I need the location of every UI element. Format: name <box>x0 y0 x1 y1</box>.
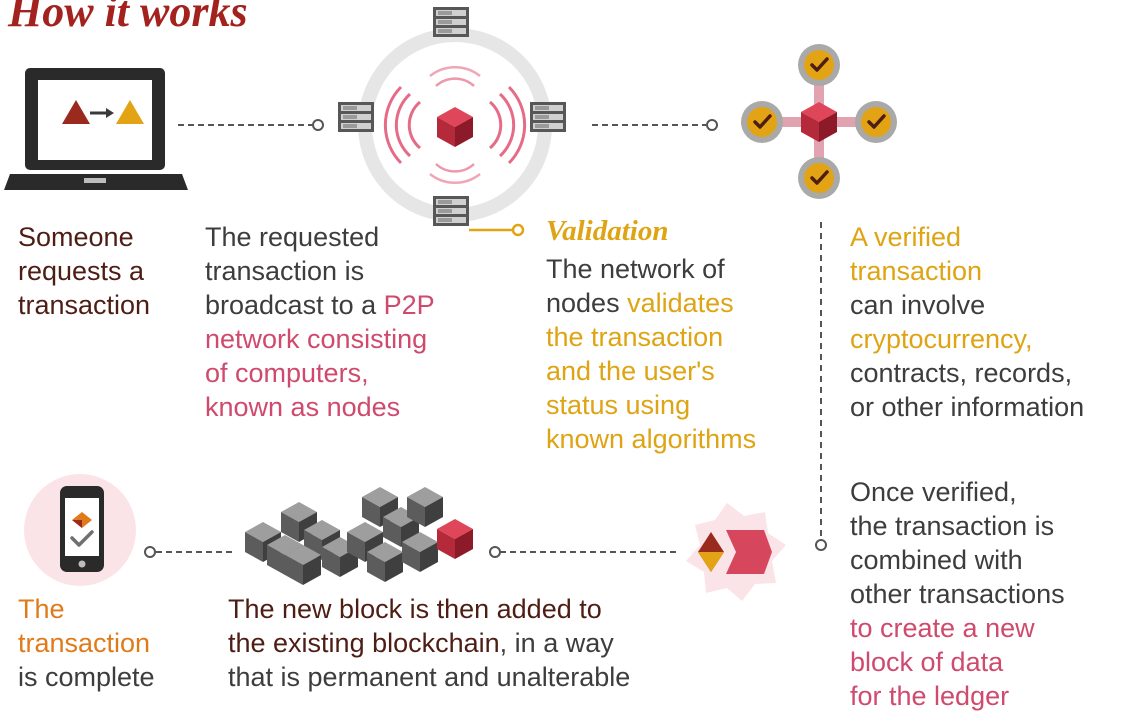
new-block-icon <box>686 503 786 601</box>
text-line: block of data <box>850 645 1065 679</box>
text-segment: nodes <box>546 288 628 318</box>
text-segment: Once verified, <box>850 477 1017 507</box>
text-segment: combined with <box>850 545 1023 575</box>
text-segment: for the ledger <box>850 681 1010 711</box>
text-segment: The requested <box>205 222 380 252</box>
verified-nodes-icon <box>739 42 899 201</box>
text-segment: contracts, records, <box>850 358 1073 388</box>
server-network-icon <box>338 7 566 226</box>
step4-text: A verified transaction can involve cryptocu… <box>850 220 1084 424</box>
text-segment: and the user's <box>546 356 715 386</box>
text-line: nodes validates <box>546 286 756 320</box>
step5-text: Once verified, the transaction is combined… <box>850 475 1065 713</box>
step1-text: Someone requests a transaction <box>18 222 151 320</box>
text-line: known algorithms <box>546 422 756 456</box>
text-segment: transaction is <box>205 256 365 286</box>
text-segment: block of data <box>850 647 1004 677</box>
validation-heading: Validation <box>546 215 669 247</box>
text-segment: , in a way <box>499 628 614 658</box>
text-line: is complete <box>18 660 155 694</box>
text-segment: The network of <box>546 254 725 284</box>
text-line: transaction <box>850 254 1084 288</box>
text-segment: known as nodes <box>205 392 401 422</box>
text-line: broadcast to a P2P <box>205 288 435 322</box>
text-segment: A verified <box>850 222 962 252</box>
text-line: network consisting <box>205 322 435 356</box>
text-segment: can involve <box>850 290 986 320</box>
phone-complete-icon <box>24 474 136 586</box>
text-segment: cryptocurrency, <box>850 324 1033 354</box>
text-line: of computers, <box>205 356 435 390</box>
text-line: contracts, records, <box>850 356 1084 390</box>
text-line: The requested <box>205 220 435 254</box>
text-segment: the transaction is <box>850 511 1055 541</box>
text-segment: that is permanent and unalterable <box>228 662 631 692</box>
page-title: How it works <box>8 0 248 36</box>
laptop-icon <box>4 68 188 190</box>
text-line: A verified <box>850 220 1084 254</box>
text-line: to create a new <box>850 611 1065 645</box>
text-line: combined with <box>850 543 1065 577</box>
text-segment: The new block is then added to <box>228 594 602 624</box>
text-segment: other transactions <box>850 579 1065 609</box>
text-segment: transaction <box>850 256 983 286</box>
text-segment: known algorithms <box>546 424 757 454</box>
text-line: cryptocurrency, <box>850 322 1084 356</box>
text-line: the transaction <box>546 320 756 354</box>
text-line: the existing blockchain, in a way <box>228 626 630 660</box>
text-line: can involve <box>850 288 1084 322</box>
text-line: status using <box>546 388 756 422</box>
text-segment: status using <box>546 390 691 420</box>
step7-text: The transaction is complete <box>18 592 155 694</box>
text-segment: of computers, <box>205 358 369 388</box>
text-segment: broadcast to a <box>205 290 384 320</box>
text-segment: the existing blockchain <box>228 628 500 658</box>
text-line: Once verified, <box>850 475 1065 509</box>
text-line: transaction is <box>205 254 435 288</box>
text-segment: to create a new <box>850 613 1035 643</box>
text-line: other transactions <box>850 577 1065 611</box>
text-segment: P2P <box>383 290 435 320</box>
text-line: The new block is then added to <box>228 592 630 626</box>
blockchain-icon <box>245 487 473 585</box>
text-segment: network consisting <box>205 324 428 354</box>
text-line: that is permanent and unalterable <box>228 660 630 694</box>
text-segment: transaction <box>18 628 151 658</box>
text-segment: validates <box>627 288 734 318</box>
text-line: the transaction is <box>850 509 1065 543</box>
text-segment: is complete <box>18 662 155 692</box>
text-line: or other information <box>850 390 1084 424</box>
text-line: transaction <box>18 626 155 660</box>
text-line: The <box>18 592 155 626</box>
text-segment: the transaction <box>546 322 724 352</box>
text-line: The network of <box>546 252 756 286</box>
text-line: for the ledger <box>850 679 1065 713</box>
text-line: and the user's <box>546 354 756 388</box>
text-line: known as nodes <box>205 390 435 424</box>
text-segment: The <box>18 594 65 624</box>
text-segment: or other information <box>850 392 1085 422</box>
